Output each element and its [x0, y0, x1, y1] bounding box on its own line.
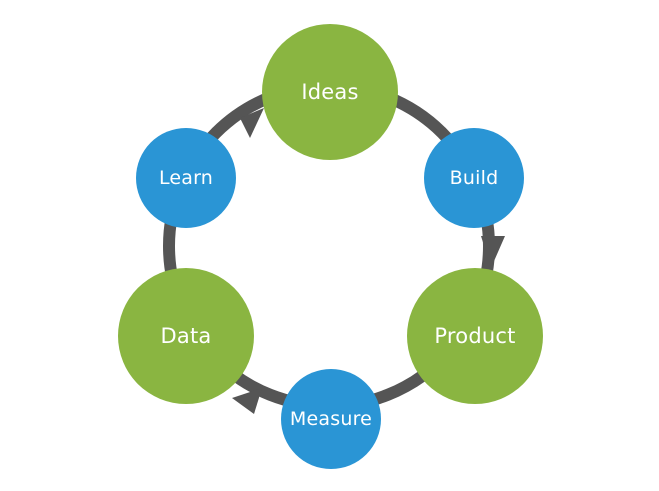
arrow-build-to-product [481, 236, 505, 268]
node-data: Data [118, 268, 254, 404]
arrow-learn-to-ideas [240, 108, 264, 138]
node-measure-label: Measure [289, 408, 373, 430]
node-product-label: Product [434, 324, 516, 348]
node-data-label: Data [160, 324, 212, 348]
node-learn-label: Learn [158, 167, 214, 189]
node-measure: Measure [281, 369, 381, 469]
node-product: Product [407, 268, 543, 404]
node-learn: Learn [136, 128, 236, 228]
node-build-label: Build [449, 167, 499, 189]
arrow-measure-to-data [232, 388, 262, 414]
node-build: Build [424, 128, 524, 228]
node-ideas: Ideas [262, 24, 398, 160]
node-ideas-label: Ideas [301, 80, 359, 104]
